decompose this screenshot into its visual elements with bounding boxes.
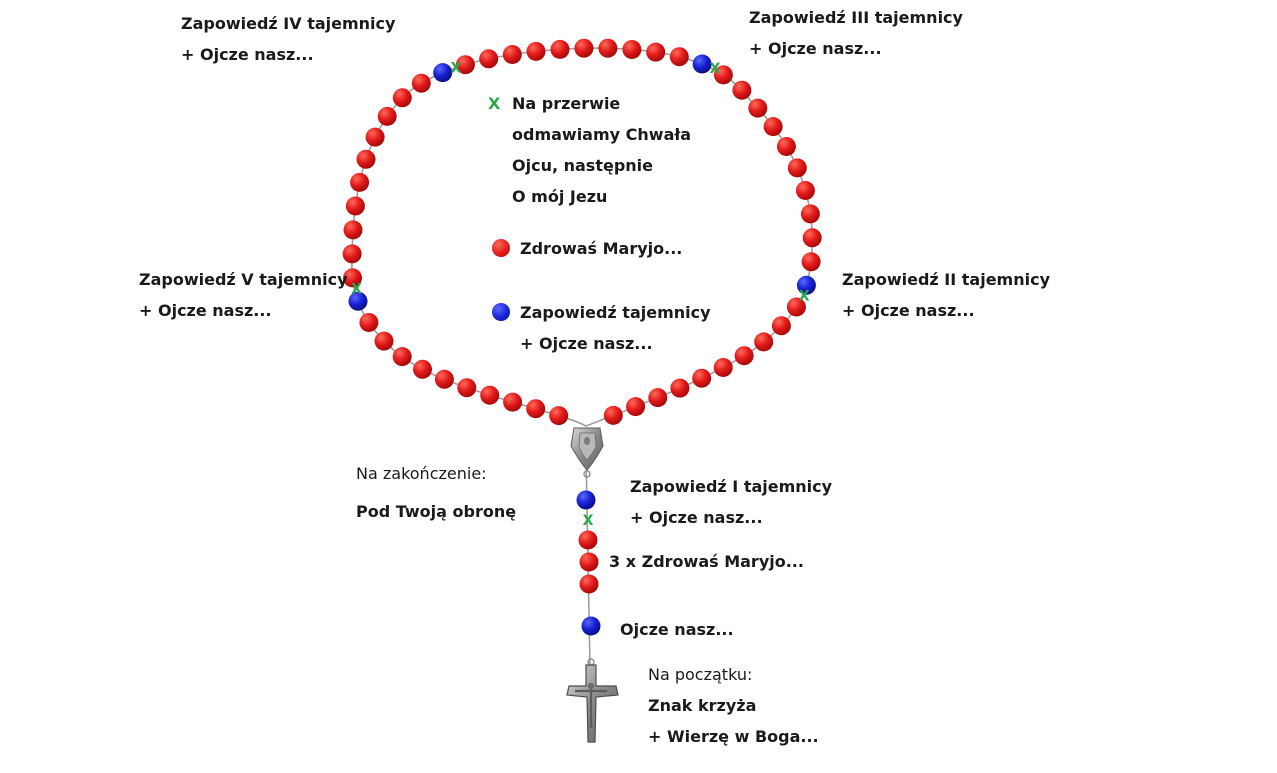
label-mystery-5: Zapowiedź V tajemnicy + Ojcze nasz... [139,270,348,320]
blue-bead-icon [492,303,510,321]
glory-marker-2: X [451,60,462,76]
hail-mary-bead [479,49,499,69]
glory-marker-3: X [710,61,721,77]
hail-mary-bead [670,378,690,398]
hail-mary-bead [748,98,768,118]
hail-mary-bead [603,405,623,425]
hail-mary-bead [343,268,362,288]
hail-mary-bead [343,220,363,240]
legend-mystery-text: Zapowiedź tajemnicy + Ojcze nasz... [520,303,711,353]
hail-mary-bead [502,45,522,64]
hail-mary-bead [648,388,668,408]
pendant-hail-mary-bead [579,574,599,594]
hail-mary-bead [480,385,500,405]
glory-marker-5: X [583,513,594,529]
legend-hail-mary-text: Zdrowaś Maryjo... [520,239,683,258]
our-father-bead [581,616,601,636]
hail-mary-bead [457,378,477,398]
hail-mary-bead [350,172,370,192]
label-mystery-3: Zapowiedź III tajemnicy + Ojcze nasz... [749,8,963,58]
hail-mary-bead [669,47,689,67]
hail-mary-bead [413,359,432,379]
hail-mary-bead [787,158,807,178]
legend-hail-mary: Zdrowaś Maryjo... [492,233,682,264]
pendant-hail-mary-bead [578,530,598,550]
hail-mary-bead [342,244,362,264]
hail-mary-bead [598,38,618,58]
legend-mystery: Zapowiedź tajemnicy + Ojcze nasz... [492,297,711,359]
hail-mary-bead [526,41,546,61]
label-three-hail-marys: 3 x Zdrowaś Maryjo... [609,552,804,571]
hail-mary-bead [754,332,774,352]
hail-mary-bead [795,181,815,200]
hail-mary-bead [345,196,365,216]
hail-mary-bead [411,73,431,93]
hail-mary-bead [800,204,820,224]
hail-mary-bead [377,106,397,126]
hail-mary-bead [359,313,379,332]
glory-markers-layer: X X X X X [351,60,810,529]
hail-mary-bead [713,358,733,377]
mystery-bead-1 [576,490,596,510]
hail-mary-bead [374,331,394,351]
beginning-line-2: + Wierzę w Boga... [648,727,819,746]
hail-mary-bead [786,297,806,317]
label-mystery-2: Zapowiedź II tajemnicy + Ojcze nasz... [842,270,1051,320]
hail-mary-bead [801,252,821,272]
label-mystery-1: Zapowiedź I tajemnicy + Ojcze nasz... [630,477,833,527]
legend-glory-text: Na przerwie odmawiamy Chwała Ojcu, nastę… [512,94,692,206]
crucifix-icon [566,658,619,743]
hail-mary-bead [550,39,570,59]
hail-mary-bead [392,347,412,367]
hail-mary-bead [549,406,569,426]
label-beginning: Na początku: Znak krzyża + Wierzę w Boga… [648,659,819,752]
hail-mary-bead [526,399,546,419]
hail-mary-bead [734,346,754,366]
beginning-heading: Na początku: [648,665,753,684]
beginning-line-1: Znak krzyża [648,696,757,715]
mystery-bead-5 [796,275,816,295]
label-ending: Na zakończenie: Pod Twoją obronę [356,458,516,527]
hail-mary-bead [574,38,594,58]
hail-mary-bead [626,397,646,417]
hail-mary-bead [763,117,783,137]
ending-heading: Na zakończenie: [356,464,487,483]
label-mystery-4: Zapowiedź IV tajemnicy + Ojcze nasz... [181,14,396,64]
hail-mary-bead [434,369,454,389]
mystery-bead-2 [348,291,368,311]
hail-mary-bead [622,40,642,59]
beads-layer [342,38,822,636]
hail-mary-bead [646,42,666,62]
hail-mary-bead [771,316,791,336]
hail-mary-bead [732,80,752,100]
hail-mary-bead [802,228,822,248]
pendant-hail-mary-bead [579,552,599,572]
red-bead-icon [492,239,510,257]
glory-x-icon: X [488,94,501,113]
hail-mary-bead [776,137,796,156]
ending-prayer: Pod Twoją obronę [356,502,517,521]
glory-marker-4: X [799,289,810,305]
centre-medal-icon [570,427,604,478]
hail-mary-bead [692,368,712,388]
hail-mary-bead [503,392,523,412]
mystery-bead-4 [692,54,712,74]
mystery-bead-3 [433,63,453,83]
hail-mary-bead [455,55,475,75]
hail-mary-bead [365,127,385,147]
glory-marker-1: X [351,282,362,298]
hail-mary-bead [356,149,376,169]
hail-mary-bead [392,88,412,108]
legend-glory: X Na przerwie odmawiamy Chwała Ojcu, nas… [488,88,691,212]
label-our-father: Ojcze nasz... [620,620,734,639]
hail-mary-bead [713,65,733,85]
